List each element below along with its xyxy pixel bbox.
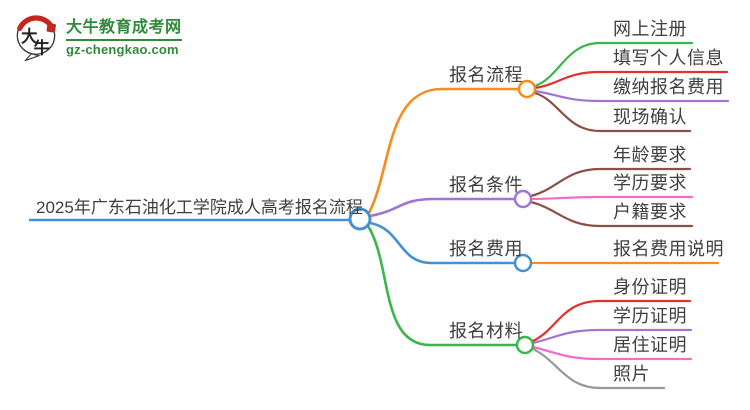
leaf-label-fee-description: 报名费用说明 — [613, 239, 724, 259]
connector-photo — [531, 347, 666, 390]
daniu-logo-icon: 大 牛 — [16, 15, 56, 61]
logo-char-da: 大 — [21, 27, 38, 46]
node-circle-registration-materials — [515, 335, 535, 355]
leaf-label-education-requirement: 学历要求 — [613, 173, 687, 193]
leaf-label-onsite-confirmation: 现场确认 — [613, 107, 687, 127]
site-url: gz-chengkao.com — [66, 41, 179, 57]
leaf-label-fill-personal-info: 填写个人信息 — [613, 48, 724, 68]
branch-label-registration-process: 报名流程 — [449, 65, 523, 85]
connector-identity-proof — [531, 299, 692, 343]
root-node-circle — [348, 207, 372, 231]
logo-text-block: 大牛教育成考网 gz-chengkao.com — [66, 18, 182, 57]
connector-fill-personal-info — [533, 70, 729, 90]
leaf-label-hukou-requirement: 户籍要求 — [613, 202, 687, 222]
speech-bubble-tail — [24, 53, 41, 61]
leaf-label-residence-proof: 居住证明 — [613, 335, 687, 355]
connector-registration-fee — [368, 221, 516, 265]
leaf-label-age-requirement: 年龄要求 — [613, 145, 687, 165]
leaf-label-identity-proof: 身份证明 — [613, 277, 687, 297]
leaf-label-pay-registration-fee: 缴纳报名费用 — [613, 77, 724, 97]
logo-char-niu: 牛 — [34, 38, 50, 57]
connector-education-proof — [531, 328, 693, 345]
logo-red-seal — [46, 23, 56, 33]
site-logo[interactable]: 大 牛 大牛教育成考网 gz-chengkao.com — [13, 13, 182, 61]
logo-divider — [66, 38, 182, 41]
connector-residence-proof — [531, 345, 693, 361]
branch-label-registration-materials: 报名材料 — [449, 321, 523, 341]
node-circle-registration-process — [517, 79, 537, 99]
branch-label-registration-fee: 报名费用 — [449, 239, 523, 259]
connector-onsite-confirmation — [533, 91, 692, 133]
leaf-label-photo: 照片 — [613, 364, 650, 384]
node-circle-registration-conditions — [513, 189, 533, 209]
connector-registration-conditions — [368, 197, 516, 218]
connector-registration-materials — [366, 224, 518, 347]
leaf-label-education-proof: 学历证明 — [613, 306, 687, 326]
site-name: 大牛教育成考网 — [66, 18, 182, 36]
connector-pay-registration-fee — [533, 89, 730, 103]
leaf-label-online-register: 网上注册 — [613, 19, 687, 39]
root-node-label: 2025年广东石油化工学院成人高考报名流程 — [36, 198, 363, 217]
connector-online-register — [533, 41, 694, 88]
connector-education-requirement — [529, 195, 694, 201]
connector-hukou-requirement — [529, 200, 694, 228]
node-circle-registration-fee — [513, 253, 533, 273]
connector-registration-process — [367, 87, 520, 215]
branch-label-registration-conditions: 报名条件 — [449, 175, 523, 195]
connector-age-requirement — [529, 167, 692, 198]
